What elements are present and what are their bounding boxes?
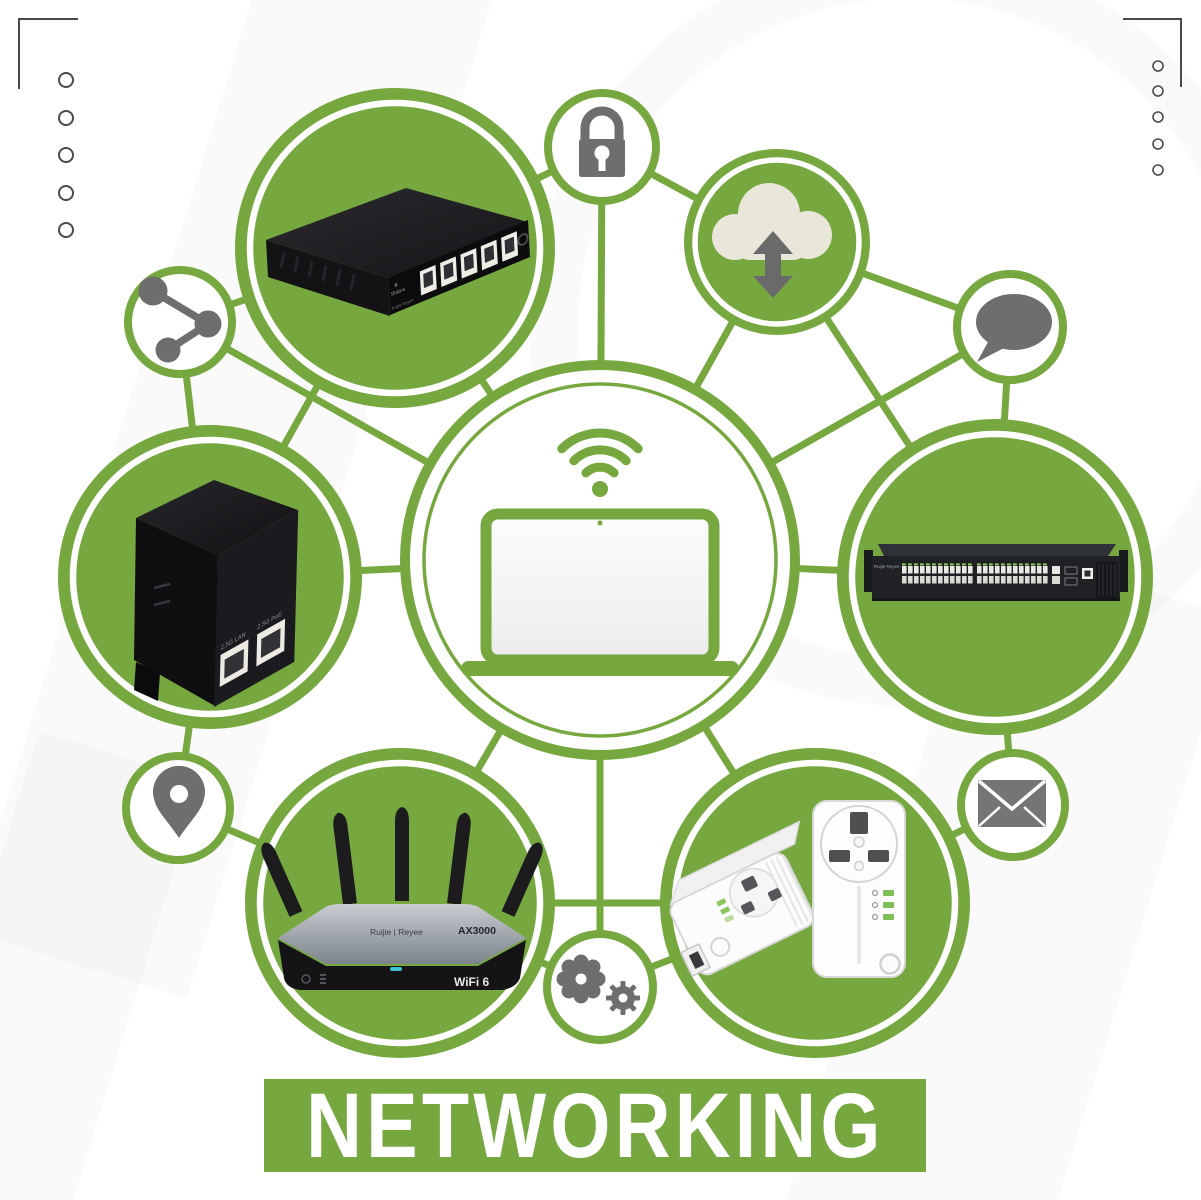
wifi-dot <box>592 481 608 497</box>
location-pin-icon <box>153 765 205 838</box>
router-antennas <box>261 807 543 917</box>
email-envelope-icon <box>977 779 1047 827</box>
share-network-icon <box>138 276 222 363</box>
node-share <box>124 266 236 378</box>
title-banner: NETWORKING <box>264 1079 926 1172</box>
padlock-icon <box>579 106 625 177</box>
wifi-router-device: Ruijie | Reyee AX3000 WiFi 6 <box>261 807 543 990</box>
router-model-label: AX3000 <box>458 925 496 937</box>
router-led <box>390 967 402 971</box>
settings-gears-icon <box>556 954 640 1015</box>
corner-dots-left <box>58 72 74 238</box>
powerline-right-adapter <box>812 800 906 978</box>
title-banner-label: NETWORKING <box>305 1074 885 1177</box>
hub-circle <box>400 360 800 760</box>
node-chat <box>953 270 1067 384</box>
node-envelope <box>957 749 1069 861</box>
corner-dots-right <box>1152 60 1164 176</box>
router-brand-label: Ruijie | Reyee <box>370 927 423 937</box>
cloud-transfer-icon <box>712 183 832 298</box>
node-desktop-switch: Status Ruijie Reyee <box>235 88 555 408</box>
rack-switch-device: Ruijie Reyee <box>864 544 1128 601</box>
chat-bubble-icon <box>976 294 1052 362</box>
desktop-switch-device: Status Ruijie Reyee <box>266 188 531 316</box>
poe-injector-device: 2.5G LAN 2.5G PoE <box>134 480 299 707</box>
node-cloud <box>684 149 870 335</box>
node-rack-switch: Ruijie Reyee <box>837 419 1153 735</box>
node-location <box>122 752 234 864</box>
node-powerline <box>660 748 970 1058</box>
powerline-kit-device <box>669 800 906 978</box>
node-lock <box>544 89 660 205</box>
wifi-signal-icon <box>557 428 643 478</box>
node-gears <box>543 930 657 1044</box>
rack-brand-label: Ruijie Reyee <box>874 564 900 569</box>
node-poe-injector: 2.5G LAN 2.5G PoE <box>58 425 362 729</box>
corner-bracket-top-right <box>1123 18 1182 87</box>
laptop-icon <box>461 508 739 676</box>
up-down-arrow-icon <box>753 231 793 298</box>
corner-bracket-top-left <box>18 18 78 89</box>
router-wifi-label: WiFi 6 <box>454 975 490 989</box>
node-wifi-router: Ruijie | Reyee AX3000 WiFi 6 <box>245 748 555 1058</box>
